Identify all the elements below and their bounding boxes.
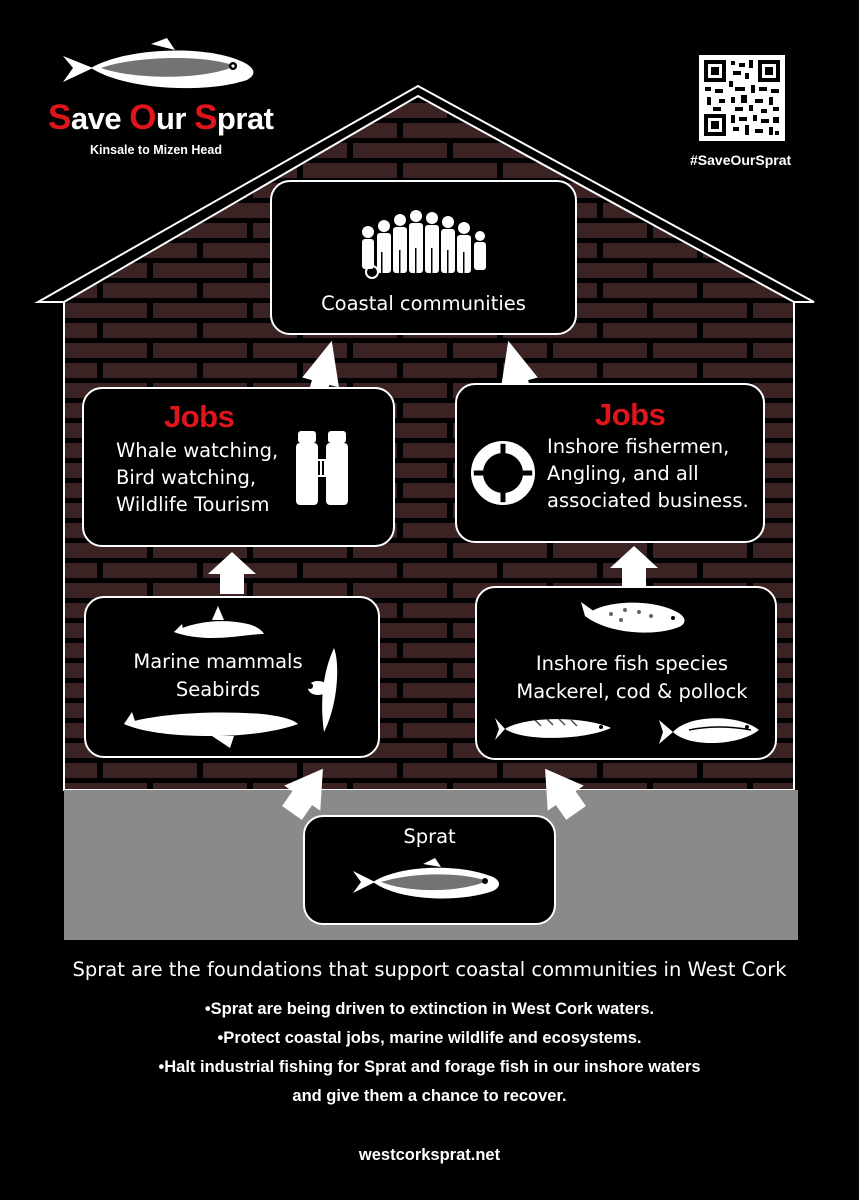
jobs-tourism-list: Whale watching, Bird watching, Wildlife … [116,439,279,516]
bullet-item: and give them a chance to recover. [292,1087,567,1105]
jobs-fishing-list: Inshore fishermen, Angling, and all asso… [547,435,749,512]
lifebuoy-icon [471,441,535,505]
brand-title: Save Our Sprat [48,98,274,137]
jobs-tourism-box: Jobs Whale watching, Bird watching, Wild… [82,387,395,547]
cod-fish-icon [581,602,685,633]
people-group-icon [362,210,486,279]
coastal-communities-box: Coastal communities [270,180,577,335]
marine-mammals-label: Marine mammals Seabirds [133,650,303,701]
bullet-list: •Sprat are being driven to extinction in… [0,995,859,1111]
puffin-icon [307,648,338,732]
bullet-item: •Protect coastal jobs, marine wildlife a… [217,1029,642,1047]
sprat-fish-icon [353,858,499,899]
dolphin-icon [174,606,264,638]
sprat-box: Sprat [303,815,556,925]
inshore-fish-box: Inshore fish species Mackerel, cod & pol… [475,586,777,760]
binoculars-icon [296,431,348,505]
arrow-up-icon [208,340,658,820]
bullet-item: •Halt industrial fishing for Sprat and f… [158,1058,701,1076]
jobs-fishing-box: Jobs Inshore fishermen, Angling, and all… [455,383,765,543]
bullet-item: •Sprat are being driven to extinction in… [204,1000,655,1018]
brand-tagline: Kinsale to Mizen Head [90,143,222,157]
qr-code-icon[interactable] [699,55,785,141]
jobs-heading: Jobs [164,399,235,434]
pollock-icon [659,718,759,744]
sprat-label: Sprat [403,825,456,848]
website-link[interactable]: westcorksprat.net [358,1146,501,1164]
mackerel-icon [495,718,611,740]
whale-icon [124,712,298,748]
inshore-fish-label: Inshore fish species Mackerel, cod & pol… [516,652,748,703]
headline: Sprat are the foundations that support c… [72,958,787,981]
hashtag[interactable]: #SaveOurSprat [690,152,792,168]
marine-mammals-box: Marine mammals Seabirds [84,596,380,758]
jobs-heading: Jobs [595,397,666,432]
sprat-fish-icon [63,38,254,89]
coastal-communities-label: Coastal communities [321,292,526,315]
